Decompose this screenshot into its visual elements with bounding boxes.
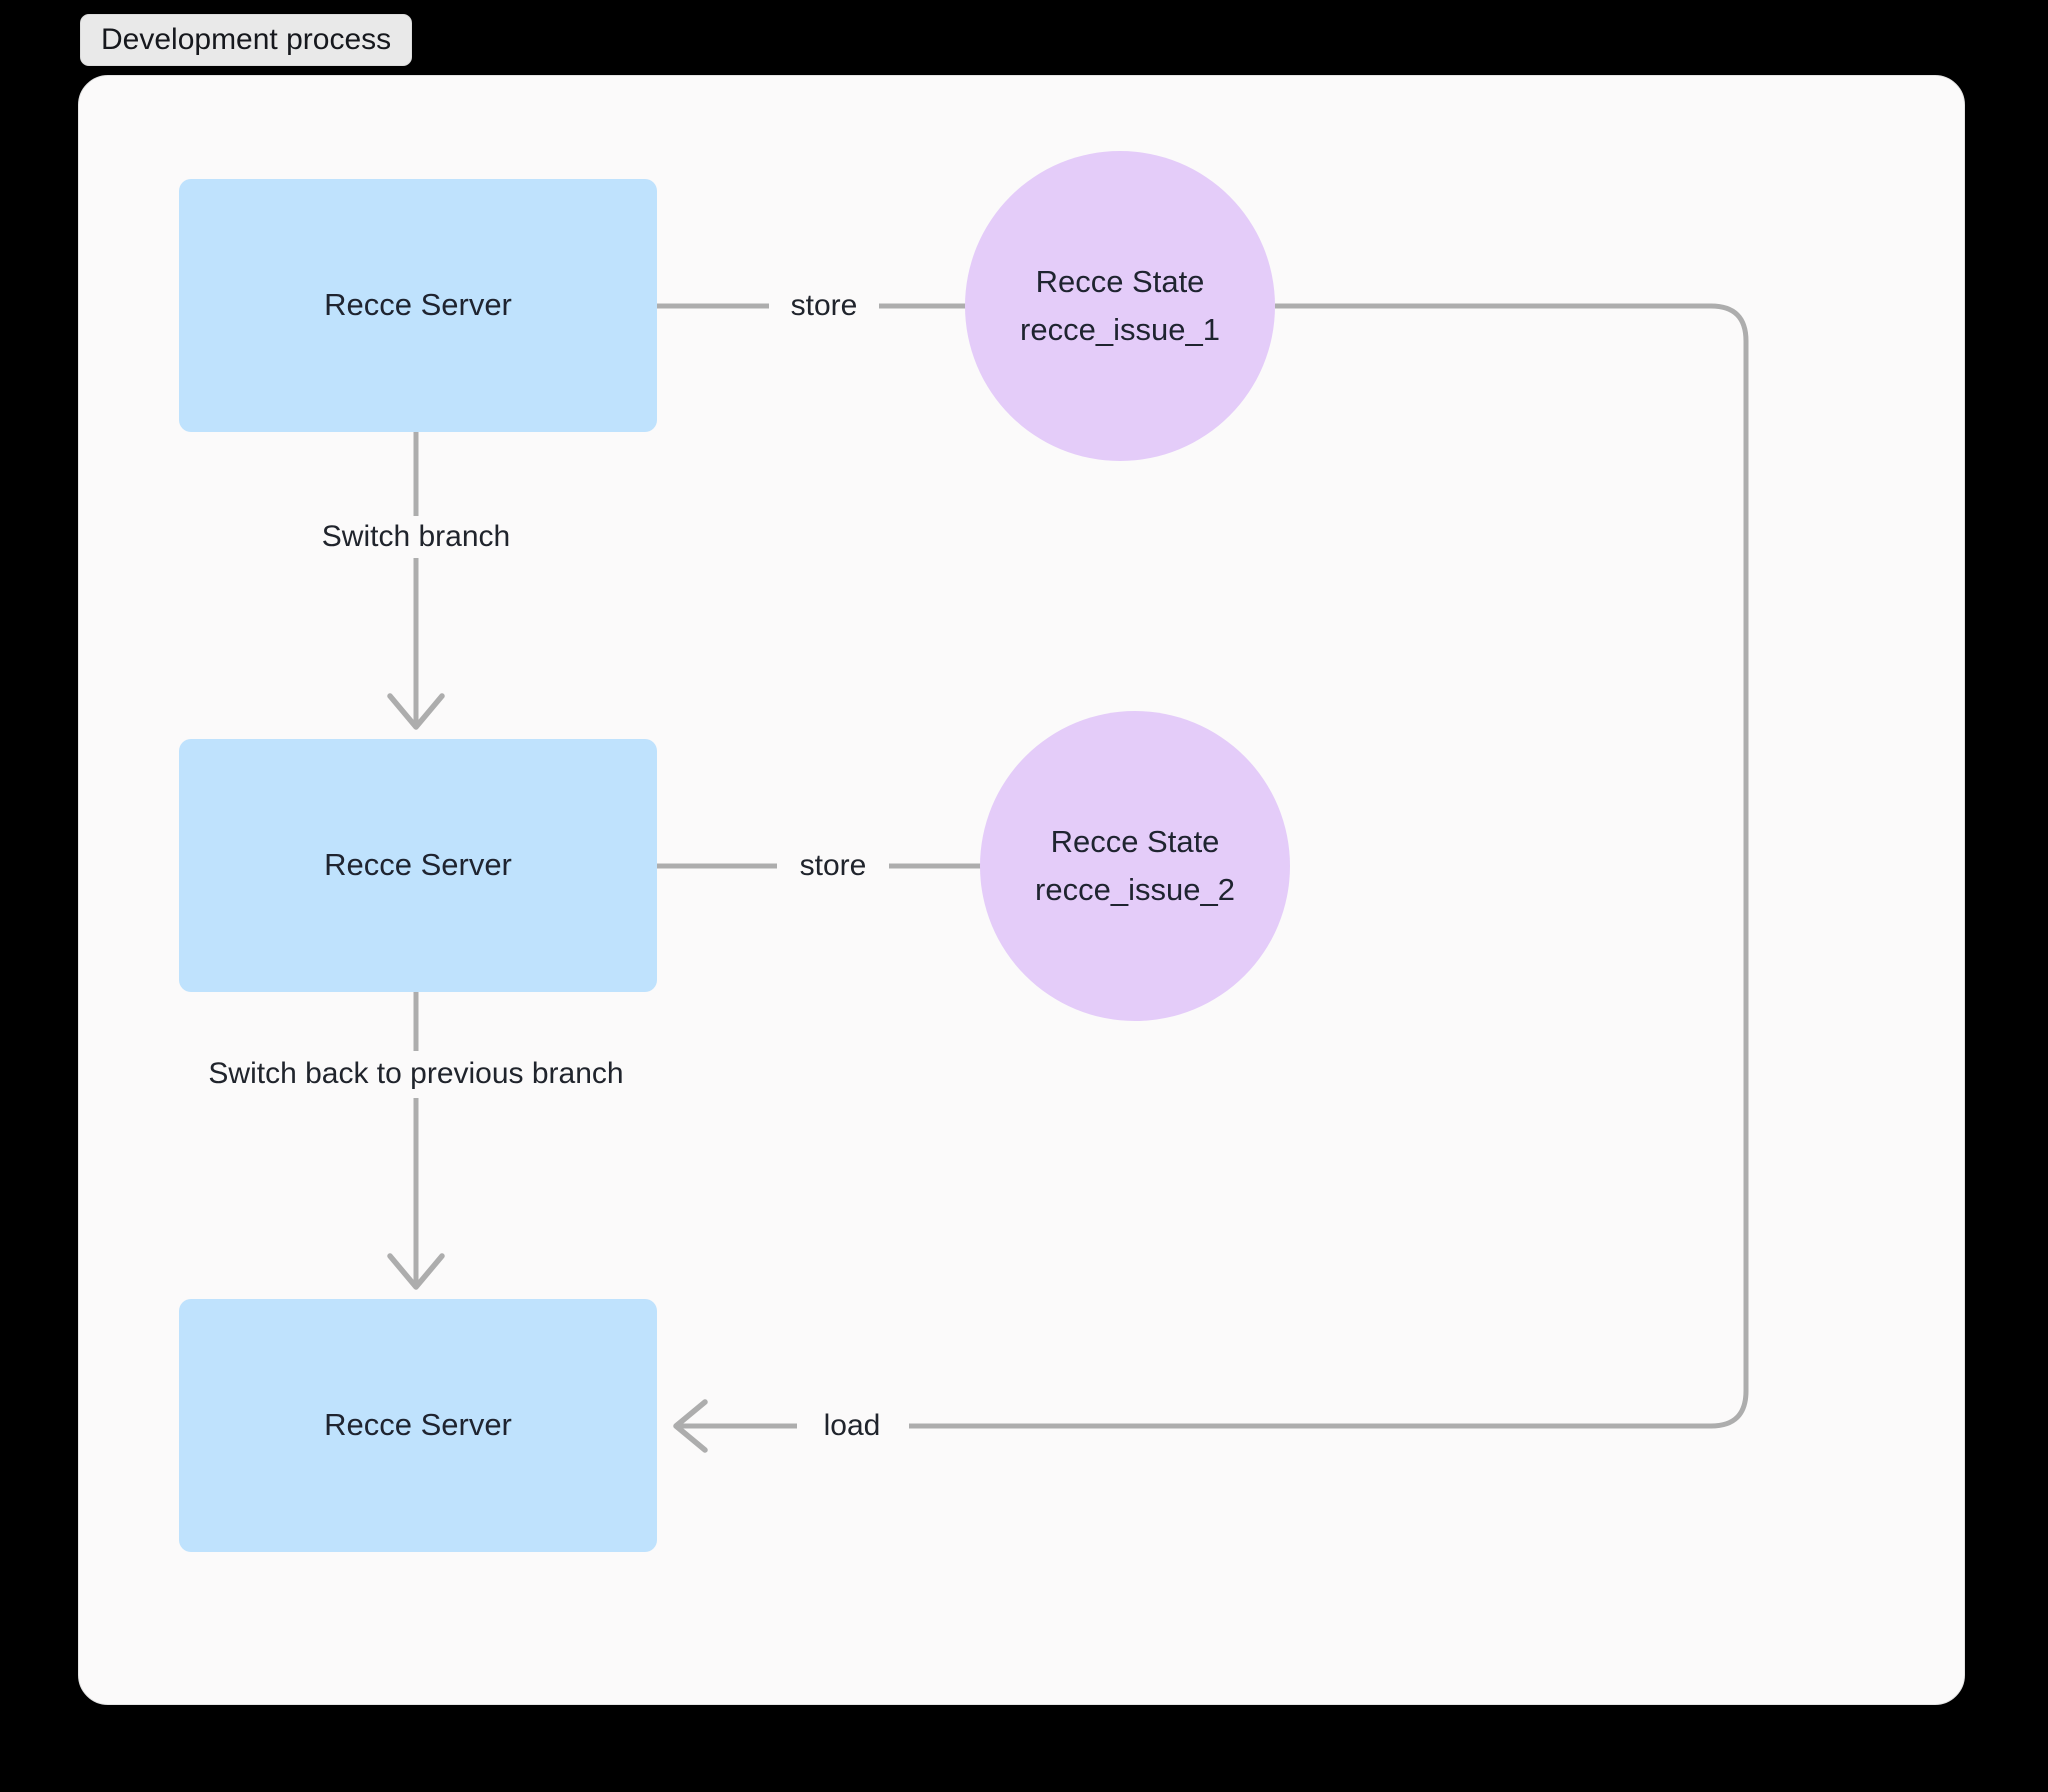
diagram-canvas: store Switch branch store Switch back to… xyxy=(79,76,1965,1705)
node-recce-state-2-label-line2: recce_issue_2 xyxy=(1035,872,1235,907)
edge-label-store-2: store xyxy=(800,849,867,882)
edge-label-load: load xyxy=(824,1409,881,1442)
node-recce-state-2[interactable]: Recce State recce_issue_2 xyxy=(980,711,1290,1021)
node-recce-server-2-label: Recce Server xyxy=(324,847,512,882)
edge-switch-back: Switch back to previous branch xyxy=(208,992,623,1287)
diagram-title-chip: Development process xyxy=(80,14,412,66)
node-recce-state-2-label-line1: Recce State xyxy=(1051,824,1220,859)
node-recce-server-3-label: Recce Server xyxy=(324,1407,512,1442)
edge-switch-branch: Switch branch xyxy=(322,432,510,727)
node-recce-state-1[interactable]: Recce State recce_issue_1 xyxy=(965,151,1275,461)
node-recce-state-1-label-line2: recce_issue_1 xyxy=(1020,312,1220,347)
node-recce-server-1[interactable]: Recce Server xyxy=(179,179,657,432)
node-recce-state-1-shape[interactable] xyxy=(965,151,1275,461)
node-recce-state-1-label-line1: Recce State xyxy=(1036,264,1205,299)
edge-label-store-1: store xyxy=(791,289,858,322)
diagram-title-label: Development process xyxy=(101,25,391,55)
node-recce-state-2-shape[interactable] xyxy=(980,711,1290,1021)
edge-label-switch-back: Switch back to previous branch xyxy=(208,1057,623,1090)
edge-label-switch-branch: Switch branch xyxy=(322,520,510,553)
node-recce-server-1-label: Recce Server xyxy=(324,287,512,322)
diagram-panel: store Switch branch store Switch back to… xyxy=(78,75,1965,1705)
node-recce-server-3[interactable]: Recce Server xyxy=(179,1299,657,1552)
node-recce-server-2[interactable]: Recce Server xyxy=(179,739,657,992)
